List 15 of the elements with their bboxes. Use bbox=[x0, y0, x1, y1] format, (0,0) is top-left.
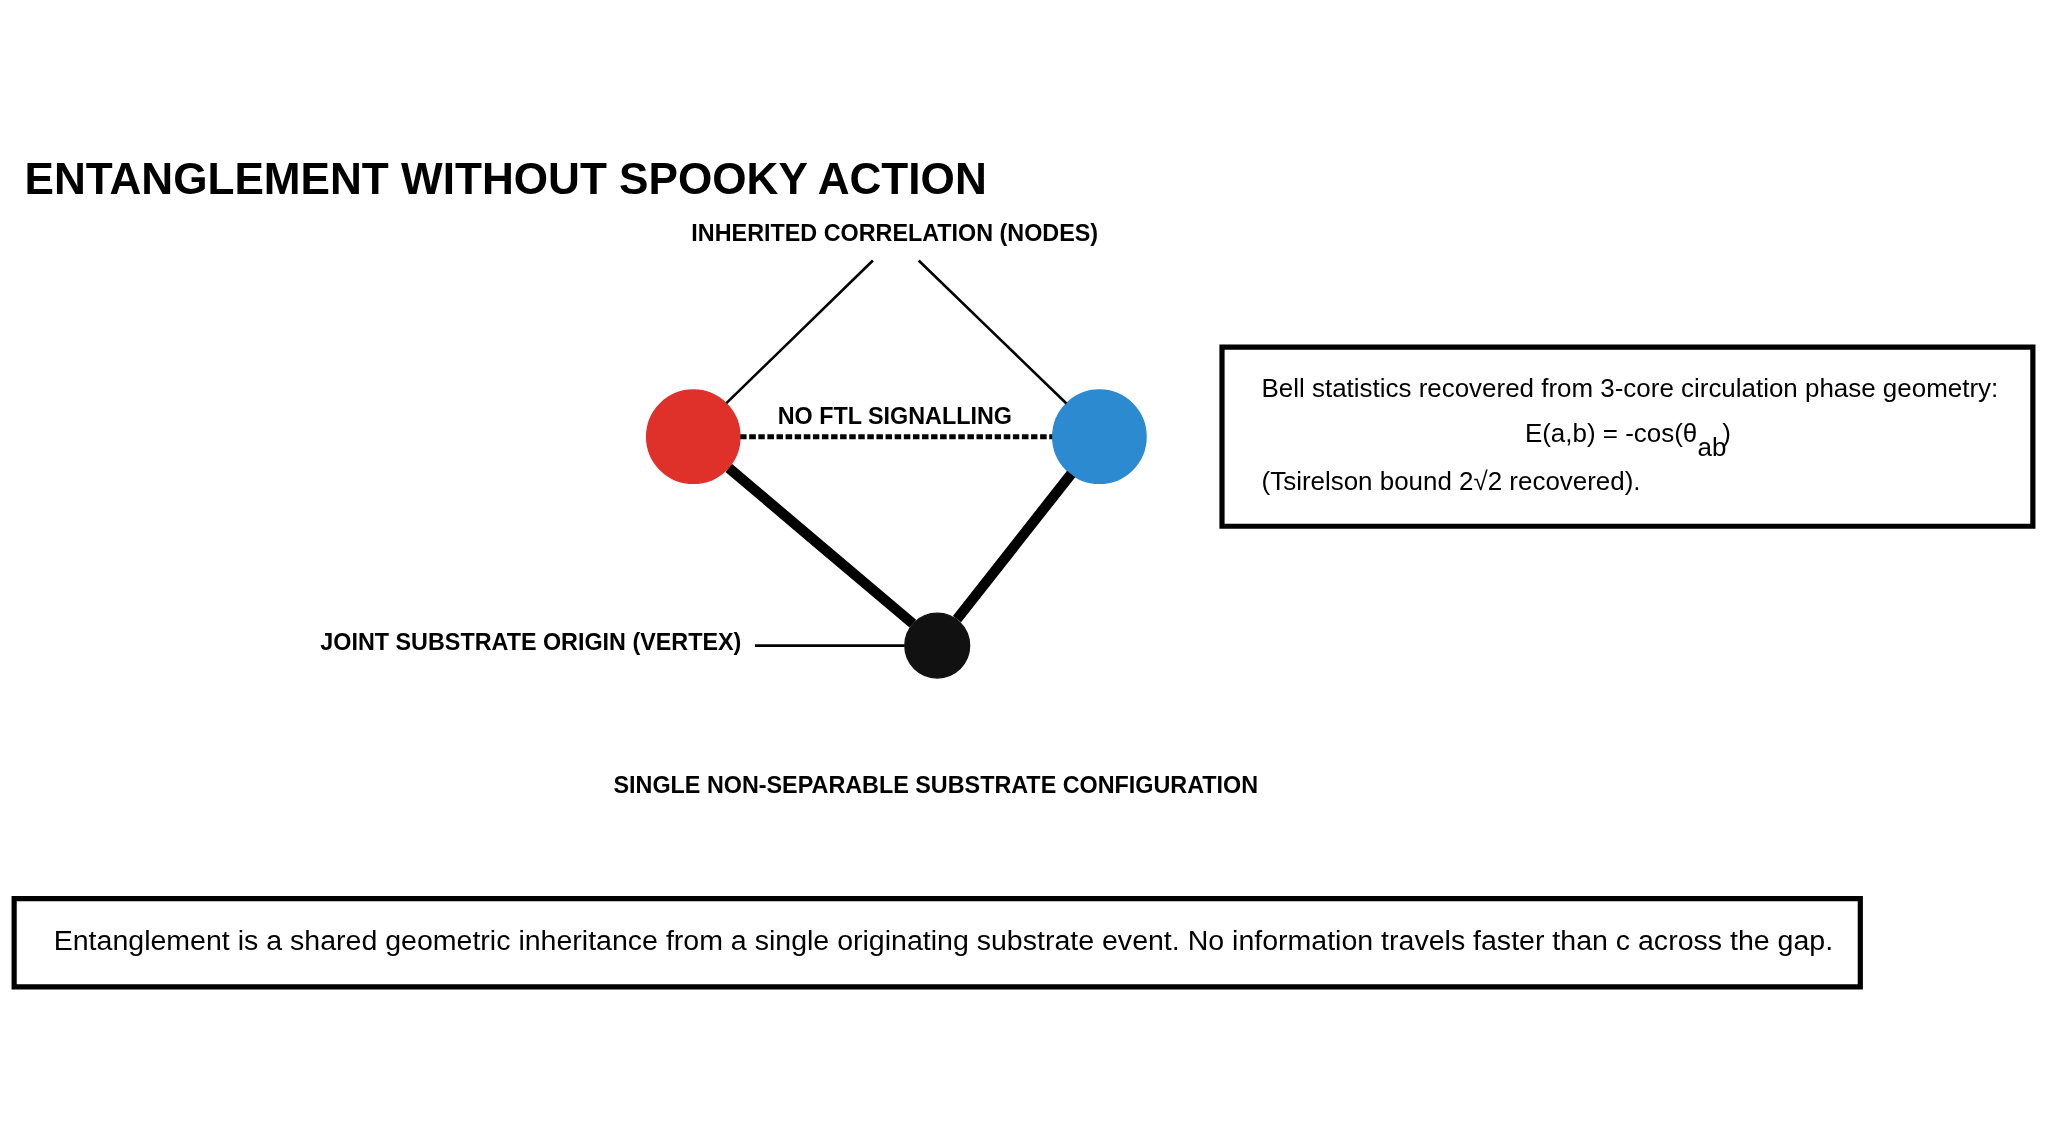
connector bbox=[740, 434, 1053, 440]
node-text: JOINT SUBSTRATE ORIGIN (VERTEX) bbox=[320, 629, 742, 656]
diagram-title: ENTANGLEMENT WITHOUT SPOOKY ACTION bbox=[24, 154, 987, 204]
node-circle bbox=[904, 612, 971, 679]
connector bbox=[725, 259, 874, 405]
edge-label: NO FTL SIGNALLING bbox=[777, 403, 1012, 430]
node-circle bbox=[1052, 389, 1147, 485]
node-circle bbox=[645, 389, 741, 485]
label: SINGLE NON-SEPARABLE SUBSTRATE CONFIGURATION bbox=[613, 771, 1259, 798]
node-text: INHERITED CORRELATION (NODES) bbox=[691, 220, 1099, 247]
connector bbox=[952, 470, 1076, 623]
connector bbox=[755, 644, 905, 647]
node-box: Entanglement is a shared geometric inheritance from a single originating substrate event. No information travels faster than c across the gap. bbox=[11, 896, 1863, 990]
connector bbox=[917, 259, 1068, 405]
connector bbox=[725, 464, 917, 628]
